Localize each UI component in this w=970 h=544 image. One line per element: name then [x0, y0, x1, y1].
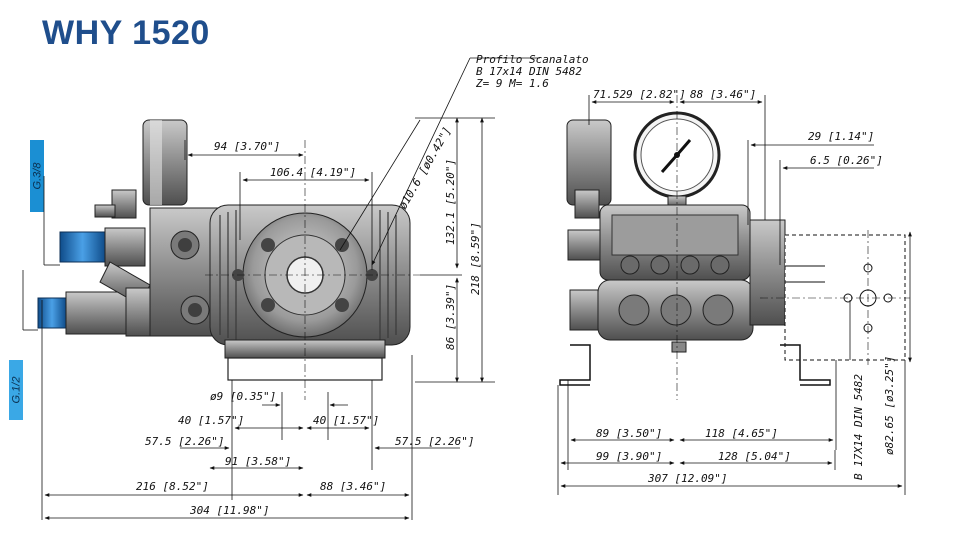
dim-40-right: 40 [1.57"]: [313, 414, 379, 427]
dim-94: 94 [3.70"]: [214, 140, 280, 153]
spline-note-line1: Profilo Scanalato: [476, 53, 589, 66]
dim-118: 118 [4.65"]: [705, 427, 778, 440]
right-dimension-labels: 71.529 [2.82"] 88 [3.46"] 29 [1.14"] 6.5…: [593, 88, 896, 485]
dim-6-5: 6.5 [0.26"]: [810, 154, 883, 167]
dim-dia82: ø82.65 [ø3.25"]: [883, 356, 896, 455]
dim-dia9: ø9 [0.35"]: [210, 390, 276, 403]
dim-304: 304 [11.98"]: [189, 504, 269, 517]
dim-99: 99 [3.90"]: [596, 450, 662, 463]
spline-note: Profilo Scanalato B 17x14 DIN 5482 Z= 9 …: [475, 53, 589, 90]
dim-57-left: 57.5 [2.26"]: [145, 435, 224, 448]
dim-218: 218 [8.59"]: [469, 222, 482, 295]
spline-note-line2: B 17x14 DIN 5482: [476, 65, 582, 78]
dim-40-left: 40 [1.57"]: [178, 414, 244, 427]
thread-label-bottom: G.1/2: [9, 360, 23, 420]
dim-307: 307 [12.09"]: [647, 472, 727, 485]
dim-89: 89 [3.50"]: [596, 427, 662, 440]
left-dimension-lines: [41, 57, 540, 520]
dim-57-right: 57.5 [2.26"]: [395, 435, 474, 448]
dim-88-left: 88 [3.46"]: [320, 480, 386, 493]
dim-29: 29 [1.14"]: [808, 130, 874, 143]
spline-spec-vertical: B 17X14 DIN 5482: [852, 374, 865, 480]
left-pump-view: [22, 119, 420, 400]
dim-88-right: 88 [3.46"]: [690, 88, 756, 101]
dim-86: 86 [3.39"]: [444, 284, 457, 350]
left-dimension-labels: 94 [3.70"] 106.4 [4.19"] ø10.6 [ø0.42"] …: [136, 125, 482, 517]
dim-71: 71.529 [2.82"]: [593, 88, 686, 101]
thread-label-top: G.3/8: [30, 140, 44, 212]
spline-note-line3: Z= 9 M= 1.6: [475, 77, 549, 90]
dim-132: 132.1 [5.20"]: [444, 159, 457, 245]
right-dimension-lines: [557, 95, 912, 495]
page-title: WHY 1520: [42, 14, 210, 52]
dim-106: 106.4 [4.19"]: [270, 166, 356, 179]
dim-128: 128 [5.04"]: [718, 450, 791, 463]
dim-91: 91 [3.58"]: [225, 455, 291, 468]
dim-216: 216 [8.52"]: [136, 480, 209, 493]
right-pump-view: [559, 95, 910, 400]
